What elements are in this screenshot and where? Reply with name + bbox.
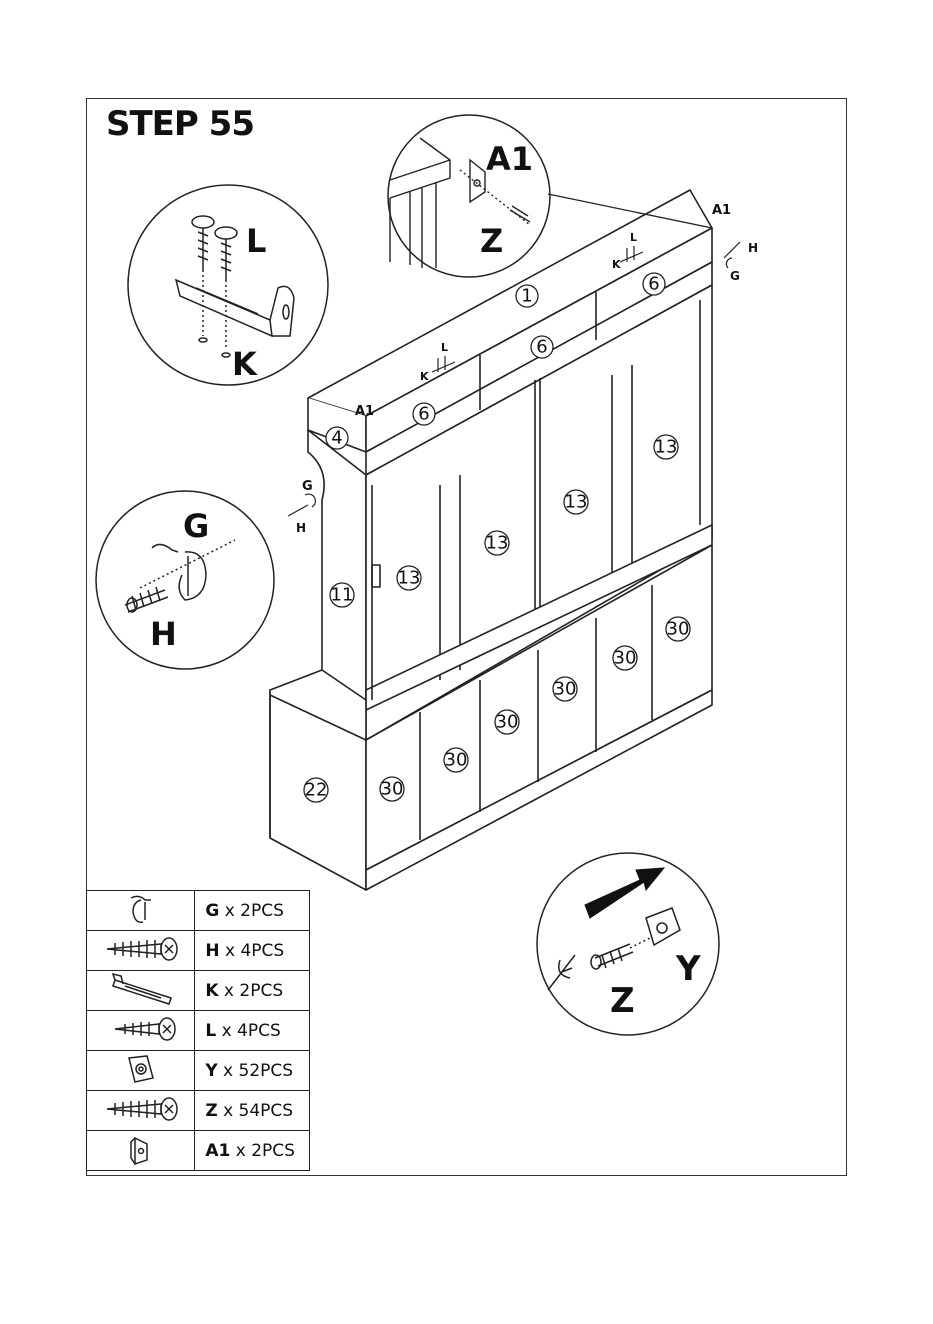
screw-icon xyxy=(101,934,181,964)
part-number-13: 13 xyxy=(655,437,678,458)
cam-fitting-icon xyxy=(121,1052,161,1086)
label-l-detail: L xyxy=(246,222,266,260)
label-l-small: L xyxy=(441,341,448,354)
label-g-detail: G xyxy=(183,507,209,545)
label-h-detail: H xyxy=(150,615,177,653)
part-number-30: 30 xyxy=(554,679,577,700)
part-quantity: x 4PCS xyxy=(220,941,285,961)
part-letter: H xyxy=(205,941,219,961)
label-h-small: H xyxy=(748,241,758,255)
label-k-detail: K xyxy=(232,345,258,383)
part-number-13: 13 xyxy=(398,568,421,589)
part-quantity: x 2PCS xyxy=(230,1141,295,1161)
table-row: K x 2PCS xyxy=(87,971,310,1011)
label-g-small: G xyxy=(302,479,313,494)
table-row: Y x 52PCS xyxy=(87,1051,310,1091)
label-k-small: K xyxy=(612,258,621,271)
wall-anchor-icon xyxy=(121,1132,161,1166)
label-a1-right: A1 xyxy=(712,203,731,218)
label-a1-left: A1 xyxy=(355,404,374,419)
detail-bracket-k: L K xyxy=(128,185,328,385)
label-h-small: H xyxy=(296,521,306,535)
part-number-1: 1 xyxy=(521,286,532,307)
part-number-11: 11 xyxy=(331,585,354,606)
part-quantity: x 2PCS xyxy=(219,981,284,1001)
part-number-30: 30 xyxy=(445,750,468,771)
label-z-detail: Z xyxy=(610,981,635,1021)
part-letter: L xyxy=(205,1021,216,1041)
table-row: L x 4PCS xyxy=(87,1011,310,1051)
part-letter: Y xyxy=(205,1061,217,1081)
part-letter: A1 xyxy=(205,1141,230,1161)
part-number-4: 4 xyxy=(331,428,342,449)
part-number-22: 22 xyxy=(305,780,328,801)
part-number-6: 6 xyxy=(536,337,547,358)
table-row: H x 4PCS xyxy=(87,931,310,971)
hook-icon xyxy=(111,892,171,926)
part-quantity: x 52PCS xyxy=(218,1061,293,1081)
parts-list-table: G x 2PCS H x 4PCS xyxy=(86,890,310,1171)
screw-icon xyxy=(101,1094,181,1124)
label-y-detail: Y xyxy=(675,949,701,989)
table-row: G x 2PCS xyxy=(87,891,310,931)
part-number-30: 30 xyxy=(381,779,404,800)
label-g-small: G xyxy=(730,269,740,283)
table-row: A1 x 2PCS xyxy=(87,1131,310,1171)
screw-icon xyxy=(101,1014,181,1044)
table-row: Z x 54PCS xyxy=(87,1091,310,1131)
left-side-panel xyxy=(270,430,366,890)
detail-hook-g: G H xyxy=(96,491,274,669)
part-quantity: x 54PCS xyxy=(218,1101,293,1121)
label-a1-detail: A1 xyxy=(486,140,533,178)
part-number-6: 6 xyxy=(648,274,659,295)
label-z-detail: Z xyxy=(480,222,503,260)
label-l-small: L xyxy=(630,231,637,244)
bracket-icon xyxy=(101,972,181,1006)
part-letter: K xyxy=(205,981,218,1001)
part-letter: Z xyxy=(205,1101,217,1121)
label-k-small: K xyxy=(420,370,429,383)
part-letter: G xyxy=(205,901,219,921)
part-number-13: 13 xyxy=(565,492,588,513)
part-number-6: 6 xyxy=(418,404,429,425)
part-number-30: 30 xyxy=(667,619,690,640)
part-number-13: 13 xyxy=(486,533,509,554)
part-quantity: x 2PCS xyxy=(219,901,284,921)
detail-cam-fitting: Y Z xyxy=(537,853,719,1035)
part-number-30: 30 xyxy=(614,648,637,669)
part-number-30: 30 xyxy=(496,712,519,733)
part-quantity: x 4PCS xyxy=(216,1021,281,1041)
